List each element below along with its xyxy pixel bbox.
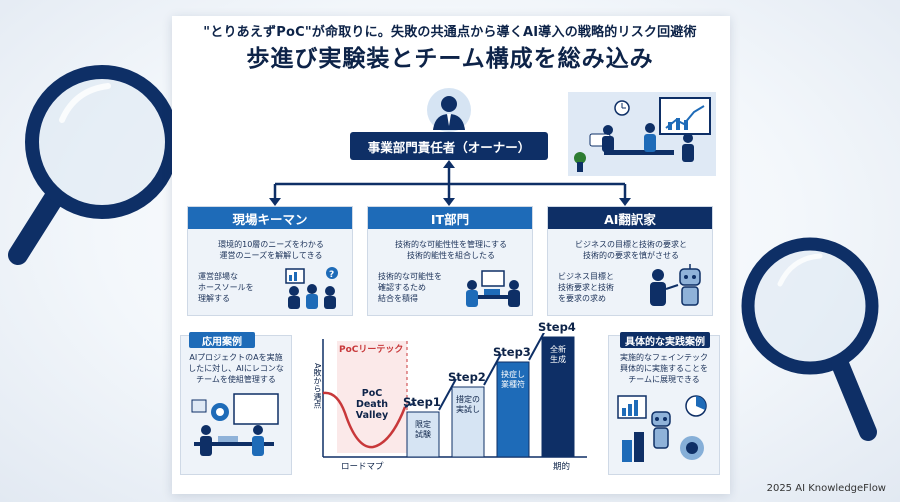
step-label-3: Step3	[493, 345, 531, 359]
card-ai-translator-line3: ビジネス目標と	[558, 272, 614, 281]
robot-dashboard-illustration	[617, 395, 707, 462]
death-valley-line3: Valley	[355, 410, 389, 421]
card-it-department-line5: 結合を積得	[378, 294, 418, 303]
step-label-2: Step2	[448, 370, 486, 384]
footer-credit: 2025 AI KnowledgeFlow	[766, 483, 886, 494]
poc-retake-label: PoCリーテック	[339, 345, 404, 355]
y-axis-label: A敗から遇点	[313, 363, 322, 409]
roadmap-arrow-1	[438, 378, 457, 411]
card-it-department-line4: 確認するため	[378, 283, 426, 292]
roadmap-diagram: PoCリーテック A敗から遇点 PoC Death Valley ロードマプ 期…	[313, 320, 595, 473]
step-2-bar-line2: 実試し	[456, 405, 480, 414]
card-ai-translator-line1: ビジネスの目標と技術の要求と	[575, 240, 687, 249]
roadmap-bars	[406, 336, 575, 458]
roadmap-svg	[322, 328, 587, 458]
meeting-illustration	[568, 92, 716, 176]
card-field-keyman: 現場キーマン 環境的10層のニーズをわかる 運営のニーズを解解してきる 運営部場…	[187, 206, 353, 316]
it-team-icon	[466, 270, 520, 307]
card-it-department-title: IT部門	[368, 207, 532, 229]
roadmap-arrow-3	[528, 328, 547, 361]
card-ai-translator-title: AI翻訳家	[548, 207, 712, 229]
step-1-bar-line1: 限定	[415, 420, 431, 429]
step-2-bar-line1: 措定の	[456, 395, 480, 404]
panel-practical-cases-line2: 興体的に実施することを	[620, 364, 708, 373]
step-1-bar-line2: 試験	[415, 430, 431, 439]
infographic-title: 歩進び実験装とチーム構成を総み込み	[246, 46, 654, 72]
field-team-icon: ?	[285, 267, 338, 309]
card-ai-translator-line5: を要求の求め	[558, 294, 606, 303]
step-4-bar-line1: 全新	[550, 345, 566, 354]
card-it-department-line3: 技術的な可能性を	[378, 272, 442, 281]
person-robot-icon	[650, 264, 701, 306]
card-field-keyman-line5: 理解する	[198, 294, 230, 303]
roadmap-bar-4	[541, 336, 575, 458]
panel-application-cases-line1: AIプロジェクトのAを実施	[189, 353, 283, 362]
card-it-department: IT部門 技術的な可能性性を管理にする 技術的能性を組合したる 技術的な可能性を…	[367, 206, 533, 316]
roadmap-bar-3	[496, 361, 530, 458]
roadmap-bar-2	[451, 386, 485, 458]
card-field-keyman-title: 現場キーマン	[188, 207, 352, 229]
roadmap-bar-1	[406, 411, 440, 458]
x-axis-right-label: 期的	[553, 462, 571, 472]
svg-text:?: ?	[329, 270, 334, 280]
card-field-keyman-line4: ホースソールを	[198, 283, 254, 292]
owner-box: 事業部門責任者（オーナー）	[350, 132, 548, 160]
panel-practical-cases-line1: 実施的なフェインテック	[620, 353, 708, 362]
card-it-department-line2: 技術的能性を組合したる	[407, 251, 495, 260]
panel-application-cases-line2: したに対し、AIにレコンな	[188, 364, 284, 373]
roadmap-arrow-2	[483, 353, 502, 386]
owner-person-icon	[427, 88, 471, 132]
step-label-4: Step4	[538, 320, 576, 334]
x-axis-left-label: ロードマプ	[341, 462, 384, 472]
death-valley-line2: Death	[355, 399, 389, 410]
panel-application-cases-line3: チームを使組管理する	[196, 375, 276, 384]
card-field-keyman-line1: 環境的10層のニーズをわかる	[218, 240, 324, 249]
death-valley-line1: PoC	[361, 388, 383, 399]
card-field-keyman-line3: 運営部場な	[198, 272, 238, 281]
card-ai-translator-line2: 技術的の要求を慎がさせる	[583, 251, 679, 260]
card-ai-translator-line4: 技術要求と技術	[558, 283, 614, 292]
roadmap-step-arrows	[438, 328, 547, 411]
card-it-department-line1: 技術的な可能性性を管理にする	[394, 240, 508, 249]
step-label-1: Step1	[403, 395, 441, 409]
card-ai-translator: AI翻訳家 ビジネスの目標と技術の要求と 技術的の要求を慎がさせる ビジネス目標…	[547, 206, 713, 316]
panel-practical-cases-line3: チームに展現できる	[628, 375, 700, 384]
step-4-bar-line2: 生成	[550, 355, 566, 364]
team-workspace-illustration	[191, 393, 279, 456]
step-3-bar-line2: 業種符	[501, 380, 525, 389]
step-3-bar-line1: 抉症し	[501, 370, 525, 379]
card-field-keyman-line2: 運営のニーズを解解してきる	[219, 251, 323, 260]
panel-practical-cases-title: 具体的な実践案例	[620, 332, 710, 348]
panel-application-cases-title: 応用案例	[189, 332, 255, 348]
infographic-subtitle: "とりあえずPoC"が命取りに。失敗の共通点から導くAI導入の戦略的リスク回避術	[203, 25, 697, 40]
org-connectors	[269, 160, 631, 206]
magnifier-right-icon	[741, 237, 879, 441]
